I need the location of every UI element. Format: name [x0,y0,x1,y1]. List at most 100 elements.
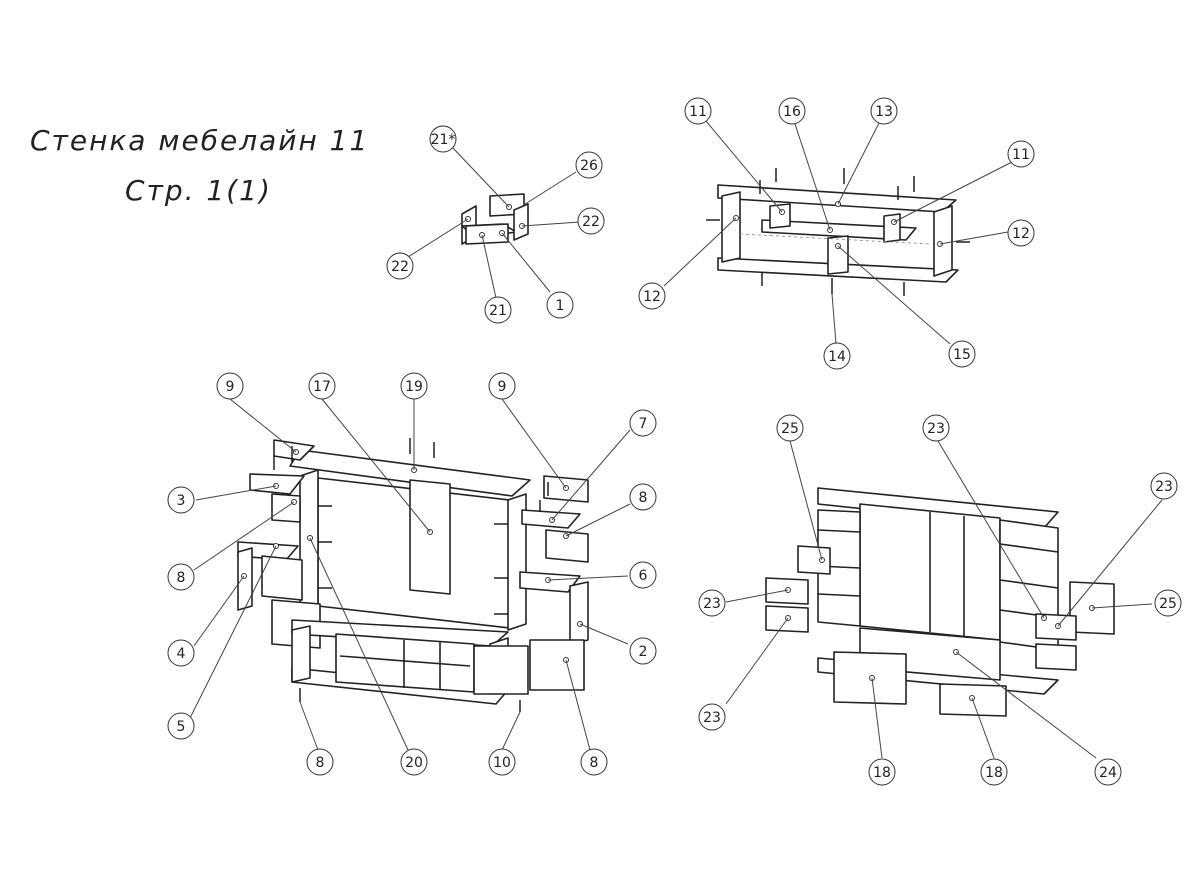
callout-number: 8 [639,490,648,506]
callout-main-unit-exploded-10: 2 [629,637,657,665]
callout-main-unit-exploded-11: 5 [167,712,195,740]
callout-assembled-unit-with-fronts-3: 23 [698,589,726,617]
callout-number: 23 [703,710,721,726]
callout-number: 19 [405,379,423,395]
callout-circle [575,151,603,179]
right-lower-door [529,639,585,691]
callout-drawer-box-1: 26 [575,151,603,179]
right-side-small [569,581,589,645]
front-panel-left-upper [797,545,831,575]
callout-main-unit-exploded-14: 10 [488,748,516,776]
top-panel [717,184,957,213]
drawer-box-assembly [407,146,581,299]
callout-circle [167,486,195,514]
callout-drawer-box-4: 21 [484,296,512,324]
callout-circle [980,758,1008,786]
title-line-1: Стенка мебелайн 11 [30,124,369,157]
callout-number: 23 [1155,479,1173,495]
callout-assembled-unit-with-fronts-6: 18 [868,758,896,786]
assembled-unit-assembly [725,440,1163,759]
callout-circle [400,372,428,400]
callout-assembled-unit-with-fronts-2: 23 [1150,472,1178,500]
callout-number: 4 [177,646,186,662]
callout-circle [698,589,726,617]
callout-number: 8 [590,755,599,771]
middle-shelf [761,219,917,241]
callout-number: 2 [639,644,648,660]
callout-assembled-unit-with-fronts-7: 18 [980,758,1008,786]
callout-number: 21 [489,303,507,319]
callout-circle [698,703,726,731]
callout-main-unit-exploded-2: 19 [400,372,428,400]
callout-circle [870,97,898,125]
callout-number: 26 [580,158,598,174]
callout-circle [488,748,516,776]
callout-assembled-unit-with-fronts-0: 25 [776,414,804,442]
callout-number: 18 [985,765,1003,781]
left-inner-panel [261,555,303,601]
callout-circle [823,342,851,370]
callout-number: 9 [498,379,507,395]
callout-number: 11 [1012,147,1030,163]
callout-circle [629,561,657,589]
callout-assembled-unit-with-fronts-8: 24 [1094,758,1122,786]
right-side-panel [933,205,953,277]
shelf-divider-left [769,203,791,229]
central-vertical-panel [409,479,451,595]
callout-top-shelf-unit-1: 16 [778,97,806,125]
callout-number: 3 [177,493,186,509]
top-shelf-unit-assembly [663,120,1013,345]
main-unit-assembly [189,398,631,751]
callout-main-unit-exploded-4: 7 [629,409,657,437]
callout-number: 12 [1012,226,1030,242]
callout-circle [386,252,414,280]
callout-circle [778,97,806,125]
callout-number: 17 [313,379,331,395]
callout-circle [429,125,457,153]
callout-drawer-box-3: 22 [386,252,414,280]
callout-number: 8 [177,570,186,586]
callout-top-shelf-unit-0: 11 [684,97,712,125]
callout-circle [1007,140,1035,168]
callout-number: 25 [781,421,799,437]
bench-left-side [291,625,311,683]
callout-circle [580,748,608,776]
callout-circle [546,291,574,319]
vertical-divider [827,235,849,275]
callout-number: 21* [431,132,456,148]
top-long-panel [289,449,531,497]
right-tall-side [507,493,527,631]
callout-main-unit-exploded-12: 8 [306,748,334,776]
assembled-left-column [817,509,861,627]
callout-main-unit-exploded-9: 4 [167,639,195,667]
callout-number: 20 [405,755,423,771]
callout-circle [629,409,657,437]
callout-circle [1150,472,1178,500]
callout-top-shelf-unit-6: 14 [823,342,851,370]
callout-circle [306,748,334,776]
callout-main-unit-exploded-7: 8 [167,563,195,591]
callout-drawer-box-5: 1 [546,291,574,319]
callout-number: 22 [582,214,600,230]
callout-circle [488,372,516,400]
callout-number: 13 [875,104,893,120]
callout-main-unit-exploded-15: 8 [580,748,608,776]
callout-number: 18 [873,765,891,781]
callout-main-unit-exploded-5: 3 [167,486,195,514]
callout-number: 10 [493,755,511,771]
callout-number: 14 [828,349,846,365]
callout-circle [308,372,336,400]
callout-number: 23 [703,596,721,612]
callout-assembled-unit-with-fronts-1: 23 [922,414,950,442]
callout-circle [1007,219,1035,247]
callout-circle [216,372,244,400]
callout-circle [629,483,657,511]
callout-number: 25 [1159,596,1177,612]
screws [706,168,970,296]
callout-number: 12 [643,289,661,305]
callout-top-shelf-unit-7: 15 [948,340,976,368]
drawer-front-panel [465,223,509,245]
callout-top-shelf-unit-2: 13 [870,97,898,125]
